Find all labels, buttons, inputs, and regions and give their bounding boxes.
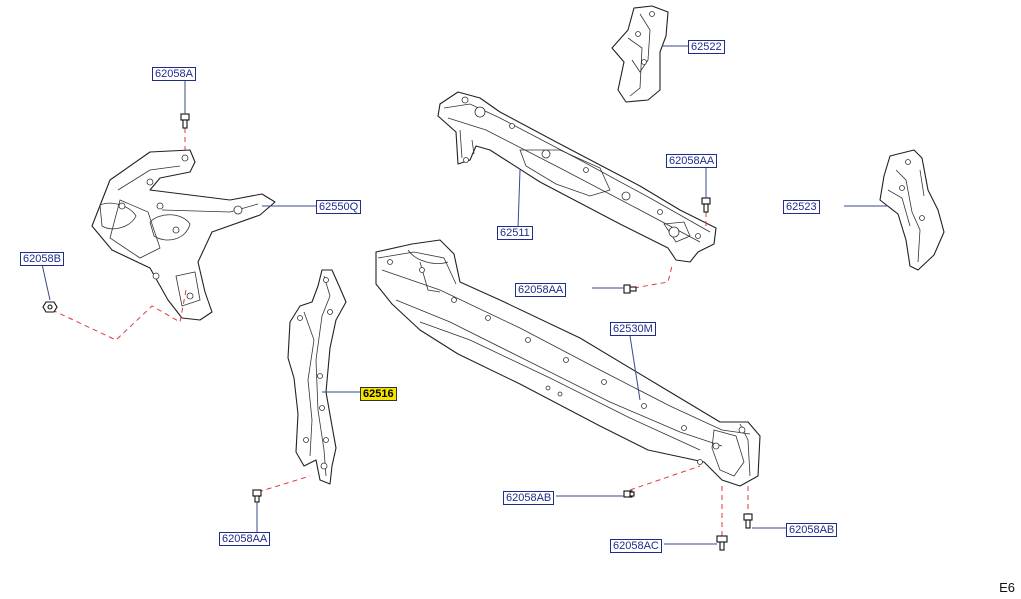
fastener-62058aa-bolt-middle [623, 284, 637, 294]
part-62550q-bracket [91, 149, 276, 321]
callout-62516[interactable]: 62516 [360, 387, 397, 401]
callout-62523[interactable]: 62523 [783, 200, 820, 214]
callout-62550q[interactable]: 62550Q [316, 200, 362, 214]
part-62530m-lower-crossmember [375, 239, 761, 487]
callout-62522[interactable]: 62522 [688, 40, 725, 54]
fastener-62058ab-bolt-right [743, 513, 753, 529]
fastener-62058aa-bolt-upper [701, 197, 711, 213]
callout-62058aa-upper[interactable]: 62058AA [666, 154, 718, 168]
callout-62058b[interactable]: 62058B [20, 252, 64, 266]
callout-62058ab-left[interactable]: 62058AB [503, 491, 555, 505]
fastener-62058ab-bolt-left [623, 490, 635, 498]
callout-62058aa-lower[interactable]: 62058AA [219, 532, 271, 546]
callout-62058ac[interactable]: 62058AC [610, 539, 662, 553]
installation-centerlines [51, 128, 749, 538]
callout-62058a[interactable]: 62058A [152, 67, 196, 81]
callout-leaders [41, 45, 888, 545]
callout-62511[interactable]: 62511 [497, 226, 533, 240]
callout-62530m[interactable]: 62530M [610, 322, 656, 336]
callout-62058aa-middle[interactable]: 62058AA [515, 283, 567, 297]
page-code: E6 [999, 580, 1015, 595]
fastener-62058ac-bolt [716, 535, 728, 551]
fastener-62058aa-bolt-lower [252, 489, 262, 503]
fastener-62058b-nut [42, 301, 58, 313]
part-62522-bracket [611, 5, 669, 103]
part-62523-bracket [879, 149, 945, 271]
callout-62058ab-right[interactable]: 62058AB [786, 523, 838, 537]
part-62516-side-member [287, 269, 347, 485]
part-62511-upper-crossmember [437, 91, 717, 263]
fastener-62058a-bolt [180, 113, 190, 129]
